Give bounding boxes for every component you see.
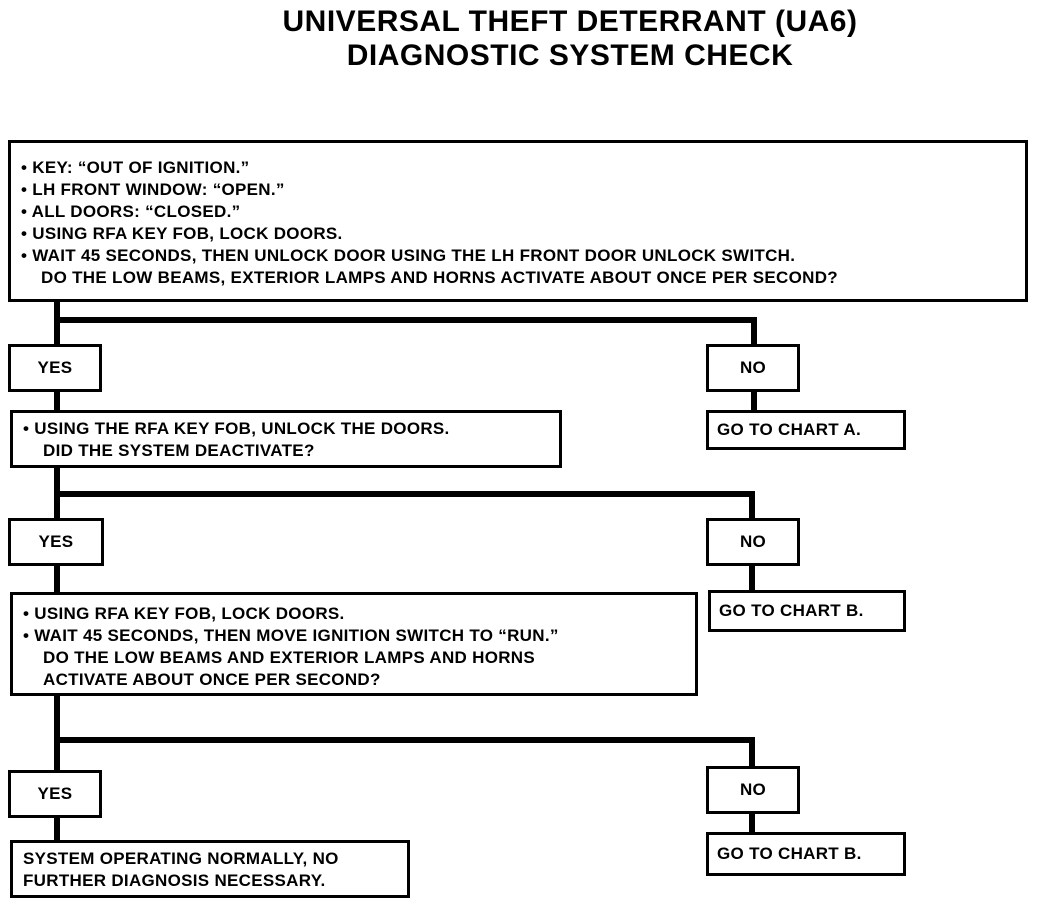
step1-instruction-box: • KEY: “OUT OF IGNITION.” • LH FRONT WIN… (8, 140, 1028, 302)
step3-instruction-box: • USING RFA KEY FOB, LOCK DOORS. • WAIT … (10, 592, 698, 696)
step1-line-3: • ALL DOORS: “CLOSED.” (21, 202, 241, 221)
step1-line-1: • KEY: “OUT OF IGNITION.” (21, 158, 250, 177)
step2-line-1: • USING THE RFA KEY FOB, UNLOCK THE DOOR… (23, 419, 450, 438)
step3-line-1: • USING RFA KEY FOB, LOCK DOORS. (23, 604, 345, 623)
step1-no-label: NO (706, 344, 800, 392)
step1-question: DO THE LOW BEAMS, EXTERIOR LAMPS AND HOR… (41, 268, 838, 287)
step1-line-5: • WAIT 45 SECONDS, THEN UNLOCK DOOR USIN… (21, 246, 796, 265)
final-line-2: FURTHER DIAGNOSIS NECESSARY. (23, 871, 326, 890)
step3-yes-label: YES (8, 770, 102, 818)
step1-no-result: GO TO CHART A. (706, 410, 906, 450)
step2-no-label: NO (706, 518, 800, 566)
step2-question: DID THE SYSTEM DEACTIVATE? (43, 441, 315, 460)
step2-instruction-box: • USING THE RFA KEY FOB, UNLOCK THE DOOR… (10, 410, 562, 468)
step2-yes-label: YES (8, 518, 104, 566)
step3-no-result: GO TO CHART B. (706, 832, 906, 876)
step3-no-label: NO (706, 766, 800, 814)
step3-question-line-1: DO THE LOW BEAMS AND EXTERIOR LAMPS AND … (43, 648, 536, 667)
step3-line-2: • WAIT 45 SECONDS, THEN MOVE IGNITION SW… (23, 626, 559, 645)
diagram-title-line-1: UNIVERSAL THEFT DETERRANT (UA6) (282, 5, 858, 38)
final-line-1: SYSTEM OPERATING NORMALLY, NO (23, 849, 339, 868)
final-result-box: SYSTEM OPERATING NORMALLY, NO FURTHER DI… (10, 840, 410, 898)
step1-line-2: • LH FRONT WINDOW: “OPEN.” (21, 180, 285, 199)
step1-yes-label: YES (8, 344, 102, 392)
step1-line-4: • USING RFA KEY FOB, LOCK DOORS. (21, 224, 343, 243)
step2-no-result: GO TO CHART B. (708, 590, 906, 632)
step3-question-line-2: ACTIVATE ABOUT ONCE PER SECOND? (43, 670, 381, 689)
diagram-title-line-2: DIAGNOSTIC SYSTEM CHECK (346, 39, 794, 72)
